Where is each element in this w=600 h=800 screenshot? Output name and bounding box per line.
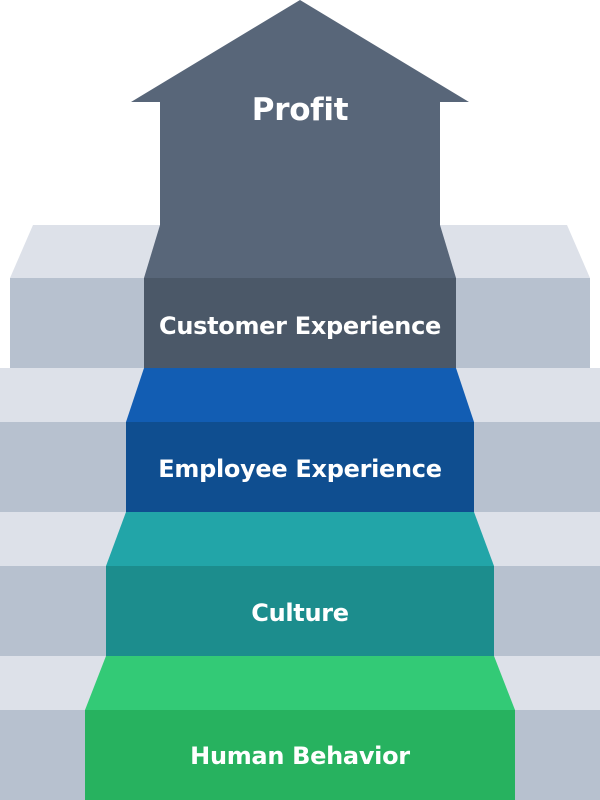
- human-behavior-label: Human Behavior: [190, 742, 410, 770]
- employee-experience-label: Employee Experience: [158, 455, 442, 483]
- customer-experience-label: Customer Experience: [159, 312, 441, 340]
- step-hb-front: [85, 710, 515, 800]
- colored-steps: [85, 225, 515, 800]
- profit-label: Profit: [251, 92, 349, 128]
- step-ex-front: [126, 422, 474, 512]
- step-hb-top: [85, 656, 515, 710]
- step-cx-front: [144, 278, 456, 368]
- profit-arrow: [131, 0, 469, 225]
- step-culture-front: [106, 566, 494, 656]
- step-ex-top: [126, 368, 474, 422]
- step-culture-top: [106, 512, 494, 566]
- culture-label: Culture: [251, 599, 349, 627]
- step-cx-top: [144, 225, 456, 278]
